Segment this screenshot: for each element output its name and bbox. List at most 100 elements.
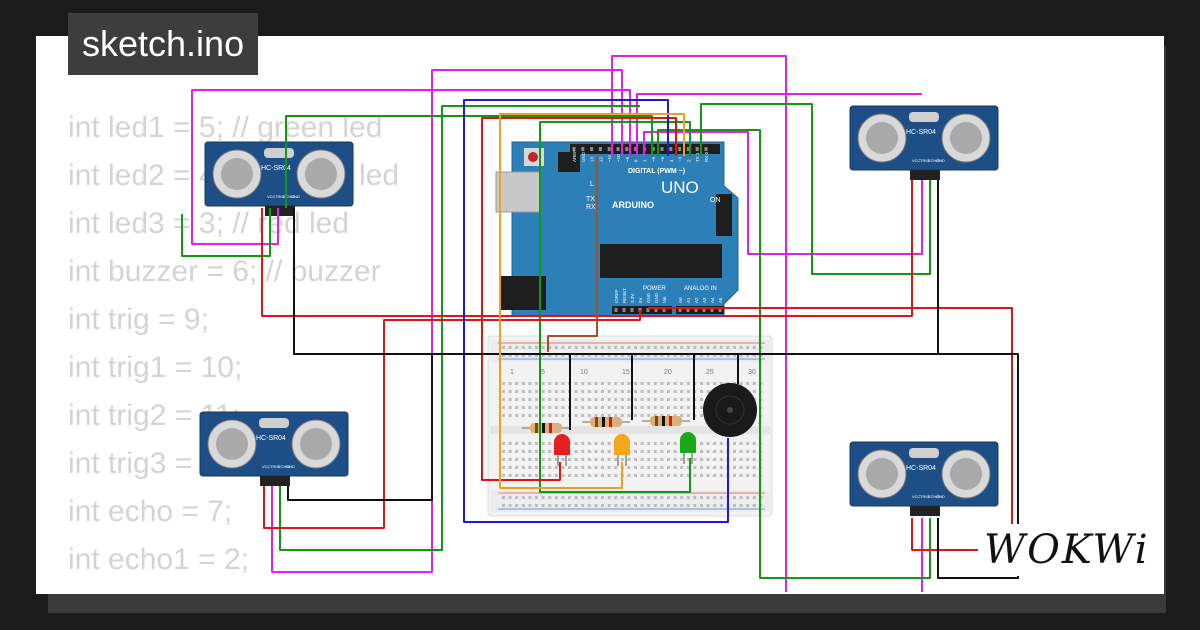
led-green[interactable] (680, 432, 696, 464)
breadboard-hole (627, 398, 631, 401)
analog-pin[interactable] (702, 308, 706, 312)
breadboard-hole (706, 390, 710, 393)
led-red[interactable] (554, 434, 570, 466)
breadboard-hole (640, 354, 644, 357)
analog-pin[interactable] (694, 308, 698, 312)
ultrasonic-sensor-4[interactable]: HC-SR04 VCC TRIG ECHO GND (849, 441, 999, 516)
breadboard-hole (739, 504, 743, 507)
digital-pin[interactable] (616, 147, 620, 151)
digital-pin[interactable] (607, 147, 611, 151)
digital-pin[interactable] (625, 147, 629, 151)
power-pin[interactable] (654, 308, 658, 312)
breadboard-hole (640, 442, 644, 445)
breadboard-hole (508, 382, 512, 385)
breadboard-hole (653, 474, 657, 477)
digital-pin[interactable] (669, 147, 673, 151)
breadboard-hole (502, 466, 505, 469)
breadboard-hole (528, 458, 532, 461)
breadboard-hole (528, 390, 532, 393)
breadboard-hole (581, 458, 585, 461)
breadboard-hole (581, 442, 585, 445)
digital-pin[interactable] (572, 147, 576, 151)
breadboard-hole (521, 398, 525, 401)
digital-pin[interactable] (634, 147, 638, 151)
ultrasonic-sensor-1[interactable]: HC-SR04 VCC TRIG ECHO GND (204, 141, 354, 216)
wire-green (700, 103, 931, 275)
led-orange[interactable] (614, 434, 630, 466)
digital-pin-label: ~3 (678, 156, 683, 162)
power-pin[interactable] (614, 308, 618, 312)
breadboard-hole (614, 398, 618, 401)
digital-pin-label: ~11 (607, 154, 612, 162)
breadboard-hole (746, 450, 750, 453)
breadboard-hole (574, 354, 578, 357)
digital-pin[interactable] (660, 147, 664, 151)
breadboard-hole (535, 466, 538, 469)
breadboard-hole (515, 398, 519, 401)
breadboard-hole (700, 406, 703, 409)
breadboard-hole (634, 414, 637, 417)
breadboard-hole (561, 390, 565, 393)
digital-pin[interactable] (704, 147, 708, 151)
breadboard-hole (647, 382, 651, 385)
breadboard-hole (673, 458, 677, 461)
ultrasonic-sensor-2[interactable]: HC-SR04 VCC TRIG ECHO GND (849, 105, 999, 180)
breadboard-hole (647, 442, 651, 445)
power-pin[interactable] (622, 308, 626, 312)
breadboard-hole (568, 346, 571, 349)
breadboard-hole (620, 390, 624, 393)
resistor-2[interactable] (582, 417, 630, 427)
breadboard-hole (574, 474, 578, 477)
digital-pin[interactable] (651, 147, 655, 151)
ultrasonic-sensor-3[interactable]: HC-SR04 VCC TRIG ECHO GND (199, 411, 349, 486)
breadboard-hole (607, 458, 611, 461)
digital-pin[interactable] (686, 147, 690, 151)
digital-pin[interactable] (598, 147, 602, 151)
breadboard-hole (634, 442, 637, 445)
piezo-buzzer[interactable] (703, 383, 757, 437)
breadboard-hole (535, 406, 538, 409)
sensor-pin: TRIG (920, 158, 930, 163)
breadboard-hole (726, 346, 730, 349)
breadboard-hole (548, 406, 552, 409)
analog-pin[interactable] (718, 308, 722, 312)
digital-pin[interactable] (678, 147, 682, 151)
breadboard-hole (620, 354, 624, 357)
breadboard-hole (647, 406, 651, 409)
breadboard-hole (719, 442, 723, 445)
digital-pin[interactable] (581, 147, 585, 151)
power-pin[interactable] (646, 308, 650, 312)
analog-pin[interactable] (710, 308, 714, 312)
breadboard-hole (541, 442, 545, 445)
analog-pin-label: A2 (694, 297, 699, 303)
power-pin[interactable] (630, 308, 634, 312)
breadboard-hole (607, 406, 611, 409)
analog-pin[interactable] (678, 308, 682, 312)
breadboard-hole (607, 496, 611, 499)
digital-pin[interactable] (695, 147, 699, 151)
breadboard-hole (752, 466, 756, 469)
breadboard-hole (686, 504, 690, 507)
breadboard-hole (521, 414, 525, 417)
breadboard-hole (521, 382, 525, 385)
resistor-1[interactable] (522, 423, 570, 433)
breadboard-hole (568, 496, 571, 499)
breadboard-hole (700, 354, 703, 357)
digital-pin[interactable] (590, 147, 594, 151)
file-title[interactable]: sketch.ino (68, 13, 259, 75)
breadboard-hole (746, 496, 750, 499)
analog-pin[interactable] (686, 308, 690, 312)
breadboard-hole (561, 414, 565, 417)
breadboard-hole (521, 504, 525, 507)
power-pin[interactable] (662, 308, 666, 312)
wire-red (481, 117, 677, 481)
breadboard-hole (719, 458, 723, 461)
breadboard-hole (627, 390, 631, 393)
breadboard-hole (653, 398, 657, 401)
l-label: L (590, 181, 594, 188)
arduino-uno-board[interactable]: DIGITAL (PWM ~) UNO ARDUINO ON TX RX L P… (495, 141, 739, 317)
resistor-3[interactable] (642, 416, 690, 426)
breadboard-hole (673, 382, 677, 385)
breadboard-hole (587, 458, 591, 461)
